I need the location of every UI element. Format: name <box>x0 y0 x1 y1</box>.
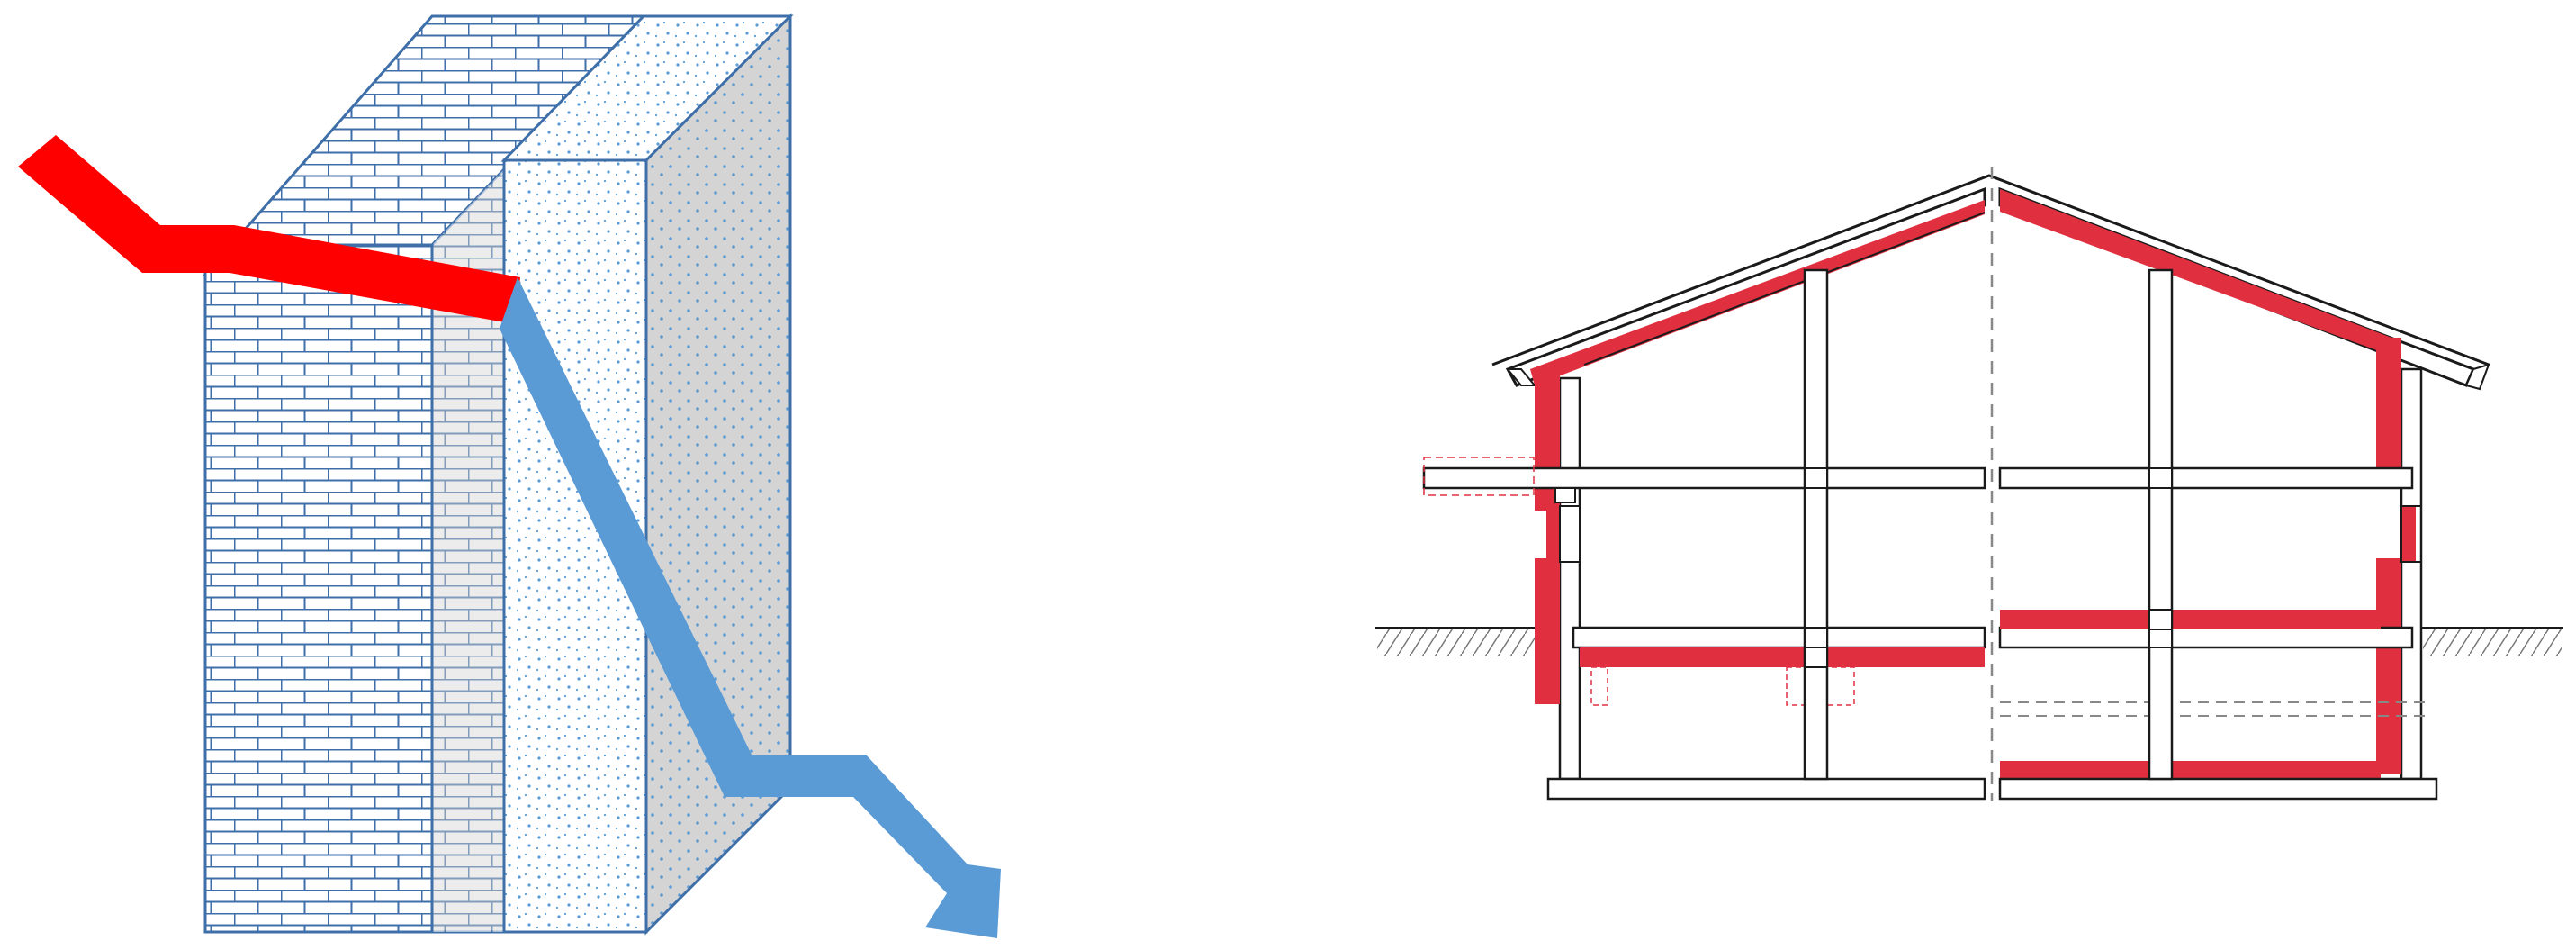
roof-insulation-right <box>2000 189 2399 358</box>
roof-inner <box>1583 212 1986 366</box>
interior-column-right <box>2148 268 2174 781</box>
wall-insulation-right-upper <box>2376 338 2401 468</box>
basement-floor-insulation-right <box>2000 761 2381 781</box>
house-cross-section-diagram <box>1375 167 2563 801</box>
wall-insulation-right-mid <box>2401 506 2416 562</box>
basement-ceiling-insulation-left <box>1580 647 1985 667</box>
wall-insulation-left-mid <box>1546 506 1560 562</box>
basement-slab-left <box>1546 777 1986 801</box>
interior-column-left <box>1803 268 1829 781</box>
roof-outer <box>1491 174 2490 366</box>
eave-right <box>2464 363 2490 391</box>
exterior-wall-left <box>1558 376 1581 781</box>
upper-floor-slab-right <box>1998 466 2414 490</box>
wall-insulation-left-lower <box>1535 558 1560 704</box>
wall-opening-left <box>1559 505 1581 563</box>
ground-floor-slab-left <box>1572 626 1986 649</box>
wall-insulation-right-lower <box>2376 558 2401 774</box>
heat-flow-arrow <box>18 135 520 324</box>
brick-wall-front <box>203 243 434 934</box>
ground-hatch-left <box>1377 629 1539 656</box>
cold-flow-arrow <box>500 277 1001 938</box>
wall-opening-right <box>2400 505 2422 563</box>
ground-floor-slab-right <box>1998 626 2414 649</box>
exterior-wall-right <box>2400 367 2423 781</box>
balcony-joint <box>1554 487 1576 503</box>
ground-hatch-right <box>2423 629 2562 656</box>
basement-slab-right <box>1998 777 2438 801</box>
upper-floor-slab-left <box>1422 466 1986 490</box>
roof-insulation-left <box>1530 200 1985 385</box>
basement-insulation-dashed-a <box>1590 666 1608 706</box>
wall-insulation-diagram <box>18 13 1001 938</box>
balcony-dashed-left <box>1423 457 1535 496</box>
ground-floor-insulation-right <box>2000 610 2381 629</box>
